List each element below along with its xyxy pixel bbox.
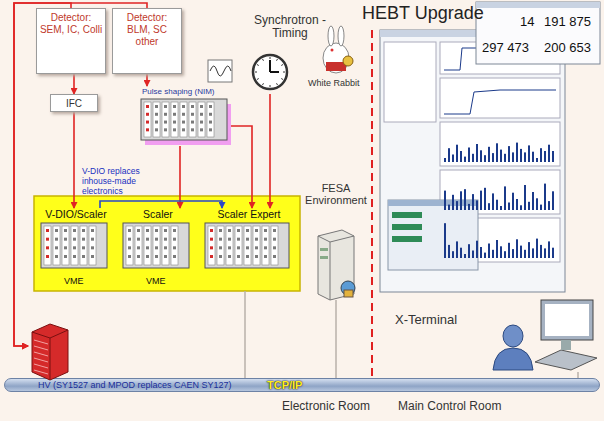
text-label: 14 [520,14,534,29]
text-label: 297 473 [482,40,529,55]
ifc-box: IFC [50,94,98,112]
node-text: Synchrotron -Timing [248,14,332,40]
server-icon [298,206,374,302]
node-text: TCP/IP [267,379,302,391]
connector [228,126,252,208]
text-label: VME [146,276,166,286]
connector [269,94,271,208]
vme-crate: Scaler Expert [204,208,298,274]
text-label: Electronic Room [282,399,370,413]
node-text: Scaler Expert [204,208,294,220]
connector [179,146,181,208]
screenshot-main [380,30,565,292]
hv-rack-icon [28,322,72,382]
room-border [371,30,373,392]
node-text: White Rabbit [308,78,360,88]
node-text: FESA Environment [298,182,374,206]
detector-box: Detector: SEM, IC, Colli [36,8,106,74]
connector [335,300,337,378]
connector [146,74,148,86]
connector [100,201,222,208]
connector [73,112,75,208]
node-text: Scaler [122,208,194,220]
node-text: Detector: BLM, SC other [115,12,179,48]
fesa-server: FESA Environment [298,182,378,300]
vme-crate: V-DIO/Scaler [40,208,116,274]
node-text: Detector: SEM, IC, Colli [39,12,103,36]
text-label: V-DIO replaces inhouse-made electronics [82,166,170,196]
screenshot-counter [476,2,600,64]
text-label: VME [64,276,84,286]
text-label: 191 875 [544,14,591,29]
node-text: V-DIO/Scaler [40,208,112,220]
nim-crate: Pulse shaping (NIM) [140,86,232,146]
node-text: X-Terminal [395,312,457,327]
timing-group: Synchrotron -TimingWhite Rabbit [248,14,364,94]
hv-rack: HV (SY1527 and MPOD replaces CAEN SY127) [28,322,258,392]
x-terminal: X-Terminal [385,296,600,372]
room-divider [244,291,246,378]
node-text: HV (SY1527 and MPOD replaces CAEN SY127) [38,380,232,390]
detector-box: Detector: BLM, SC other [112,8,182,74]
diagram-title: HEBT Upgrade [362,3,484,24]
node-text: Pulse shaping (NIM) [142,87,214,96]
sine-icon [208,60,232,82]
node-text: IFC [53,98,95,109]
vme-area [34,196,300,291]
text-label: Main Control Room [398,399,501,413]
connector [73,74,75,94]
terminal-icon [385,296,600,372]
text-label: 200 653 [544,40,591,55]
vme-crate: Scaler [122,208,198,274]
